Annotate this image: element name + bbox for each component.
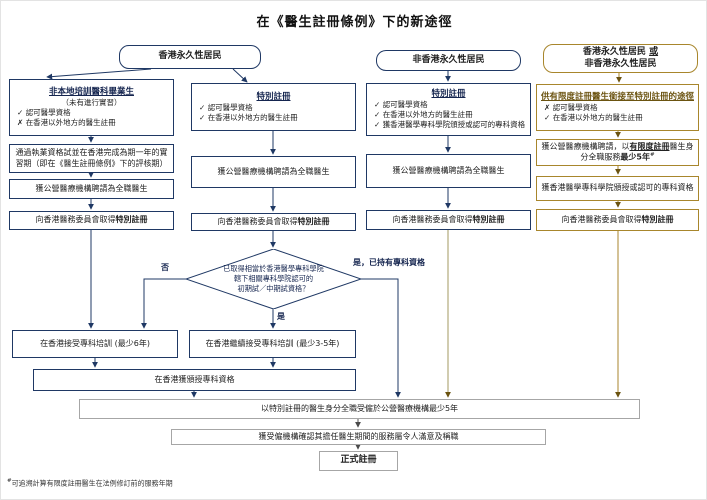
box-special-registration-nonhk-criteria: ✓ 認可醫學資格 ✓ 在香港以外地方的醫生註冊 ✓ 獲香港醫學專科學院頒授或認可…	[374, 100, 526, 129]
box-special-registration-nonhk-heading: 特別註冊	[431, 89, 466, 100]
box-special-registration-hk: 特別註冊 ✓ 認可醫學資格 ✓ 在香港以外地方的醫生註冊	[191, 83, 356, 131]
entry-hk-resident: 香港永久性居民	[119, 45, 261, 69]
entry-mixed-line2: 非香港永久性居民	[584, 58, 657, 69]
box-special-registration-nonhk: 特別註冊 ✓ 認可醫學資格 ✓ 在香港以外地方的醫生註冊 ✓ 獲香港醫學專科學院…	[366, 83, 531, 136]
box-special-registration-hk-criteria: ✓ 認可醫學資格 ✓ 在香港以外地方的醫生註冊	[199, 102, 298, 122]
box-limited-registration-heading: 供有限度註冊醫生銜接至特別註冊的途徑	[540, 92, 694, 103]
check-icon: ✓	[374, 110, 381, 120]
box-col1-public-employment: 獲公營醫療機構聘請為全職醫生	[9, 179, 174, 199]
check-icon: ✓	[544, 113, 551, 123]
decision-text: 已取得相當於香港醫學專科學院 轄下相關專科學院認可的 初期試／中期試資格？	[223, 264, 324, 293]
entry-non-hk-resident: 非香港永久性居民	[376, 50, 521, 71]
decision-intermediate-exam: 已取得相當於香港醫學專科學院 轄下相關專科學院認可的 初期試／中期試資格？	[186, 249, 361, 309]
box-special-registration-hk-heading: 特別註冊	[256, 91, 291, 102]
box-academy-qualification: 獲香港醫學專科學院頒授或認可的專科資格	[536, 176, 699, 201]
entry-hk-resident-label: 香港永久性居民	[158, 51, 222, 62]
box-licensing-exam: 通過執業資格試並在香港完成為期一年的實習期（即在《醫生註冊條例》下的評核期）	[9, 144, 174, 173]
footnote: #可追溯計算有限度註冊醫生在法例修訂前的服務年期	[7, 478, 173, 488]
box-col1-obtain-special-registration: 向香港醫務委員會取得特別註冊	[9, 211, 174, 230]
box-col3-public-employment: 獲公營醫療機構聘請為全職醫生	[366, 154, 531, 188]
box-col2-public-employment: 獲公營醫療機構聘請為全職醫生	[191, 156, 356, 188]
cross-icon: ✗	[544, 103, 551, 113]
box-nonlocal-graduates: 非本地培訓醫科畢業生 （未有進行實習） ✓ 認可醫學資格 ✗ 在香港以外地方的醫…	[9, 79, 174, 136]
box-fulltime-5years-special: 以特別註冊的醫生身分全職受僱於公營醫療機構最少5年	[79, 399, 640, 419]
box-col2-obtain-special-registration: 向香港醫務委員會取得特別註冊	[191, 213, 356, 231]
check-icon: ✓	[17, 108, 24, 118]
box-nonlocal-graduates-subheading: （未有進行實習）	[61, 98, 122, 108]
label-yes-specialist: 是，已持有專科資格	[353, 258, 425, 267]
entry-non-hk-resident-label: 非香港永久性居民	[412, 54, 485, 65]
check-icon: ✓	[374, 119, 381, 129]
entry-mixed-line1: 香港永久性居民 或	[582, 46, 659, 57]
box-limited-registration-path: 供有限度註冊醫生銜接至特別註冊的途徑 ✗ 認可醫學資格 ✓ 在香港以外地方的醫生…	[536, 84, 699, 131]
box-training-3to5years: 在香港繼續接受專科培訓 (最少3-5年)	[189, 330, 356, 358]
box-limited-employment-5years: 獲公營醫療機構聘請，以有限度註冊醫生身分全職服務最少5年#	[536, 139, 699, 166]
box-limited-registration-criteria: ✗ 認可醫學資格 ✓ 在香港以外地方的醫生註冊	[544, 103, 643, 123]
box-specialist-qualification-hk: 在香港獲頒授專科資格	[33, 369, 356, 391]
box-full-registration: 正式註冊	[319, 451, 398, 471]
page-title: 在《醫生註冊條例》下的新途徑	[256, 15, 453, 30]
box-training-6years: 在香港接受專科培訓 (最少6年)	[12, 330, 178, 358]
box-nonlocal-graduates-criteria: ✓ 認可醫學資格 ✗ 在香港以外地方的醫生註冊	[17, 108, 116, 127]
box-col3-obtain-special-registration: 向香港醫務委員會取得特別註冊	[366, 210, 531, 230]
entry-hk-or-non-hk-resident: 香港永久性居民 或 非香港永久性居民	[543, 44, 698, 73]
box-employer-confirmation: 獲受僱機構確認其擔任醫生期間的服務屬令人滿意及稱職	[171, 429, 546, 445]
diamond-shape	[186, 249, 361, 309]
check-icon: ✓	[374, 100, 381, 110]
check-icon: ✓	[199, 102, 206, 112]
label-no: 否	[161, 263, 169, 272]
label-yes: 是	[277, 312, 285, 321]
box-nonlocal-graduates-heading: 非本地培訓醫科畢業生	[48, 87, 134, 98]
cross-icon: ✗	[17, 117, 24, 127]
box-col4-obtain-special-registration: 向香港醫務委員會取得特別註冊	[536, 209, 699, 231]
check-icon: ✓	[199, 112, 206, 122]
